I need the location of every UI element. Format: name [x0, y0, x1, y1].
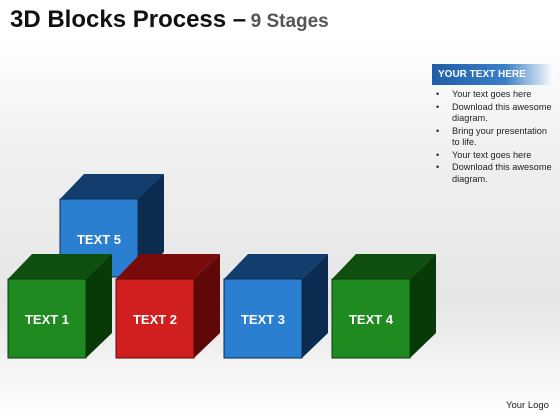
block-top — [116, 254, 220, 279]
block-label: TEXT 4 — [349, 312, 394, 327]
block-top — [224, 254, 328, 279]
block-label: TEXT 3 — [241, 312, 285, 327]
block-front — [331, 278, 411, 359]
title-sub: 9 Stages — [250, 11, 329, 32]
title-main: 3D Blocks Process – — [10, 6, 247, 33]
bullet-item: Bring your presentation to life. — [432, 126, 554, 149]
bullet-list: Your text goes here Download this awesom… — [432, 89, 554, 185]
block-label: TEXT 5 — [77, 232, 121, 247]
logo-text: Your Logo — [506, 400, 549, 411]
block-front — [223, 278, 303, 359]
block-side — [194, 254, 220, 358]
block-front — [7, 278, 87, 359]
block-front — [115, 278, 195, 359]
block-text-4[interactable]: TEXT 4 — [331, 254, 436, 359]
bullet-item: Download this awesome diagram. — [432, 102, 554, 125]
block-side — [138, 174, 164, 277]
block-text-3[interactable]: TEXT 3 — [223, 254, 328, 359]
block-top — [8, 254, 112, 279]
text-panel: YOUR TEXT HERE Your text goes here Downl… — [432, 64, 554, 186]
block-text-2[interactable]: TEXT 2 — [115, 254, 220, 359]
bullet-item: Download this awesome diagram. — [432, 162, 554, 185]
block-side — [302, 254, 328, 358]
panel-header: YOUR TEXT HERE — [432, 64, 554, 85]
slide-title: 3D Blocks Process – 9 Stages — [10, 6, 329, 34]
block-label: TEXT 1 — [25, 312, 69, 327]
block-side — [410, 254, 436, 358]
block-top — [332, 254, 436, 279]
block-text-1[interactable]: TEXT 1 — [7, 254, 112, 359]
block-label: TEXT 2 — [133, 312, 177, 327]
block-side — [86, 254, 112, 358]
block-top — [60, 174, 164, 199]
bullet-item: Your text goes here — [432, 89, 554, 101]
bullet-item: Your text goes here — [432, 150, 554, 162]
